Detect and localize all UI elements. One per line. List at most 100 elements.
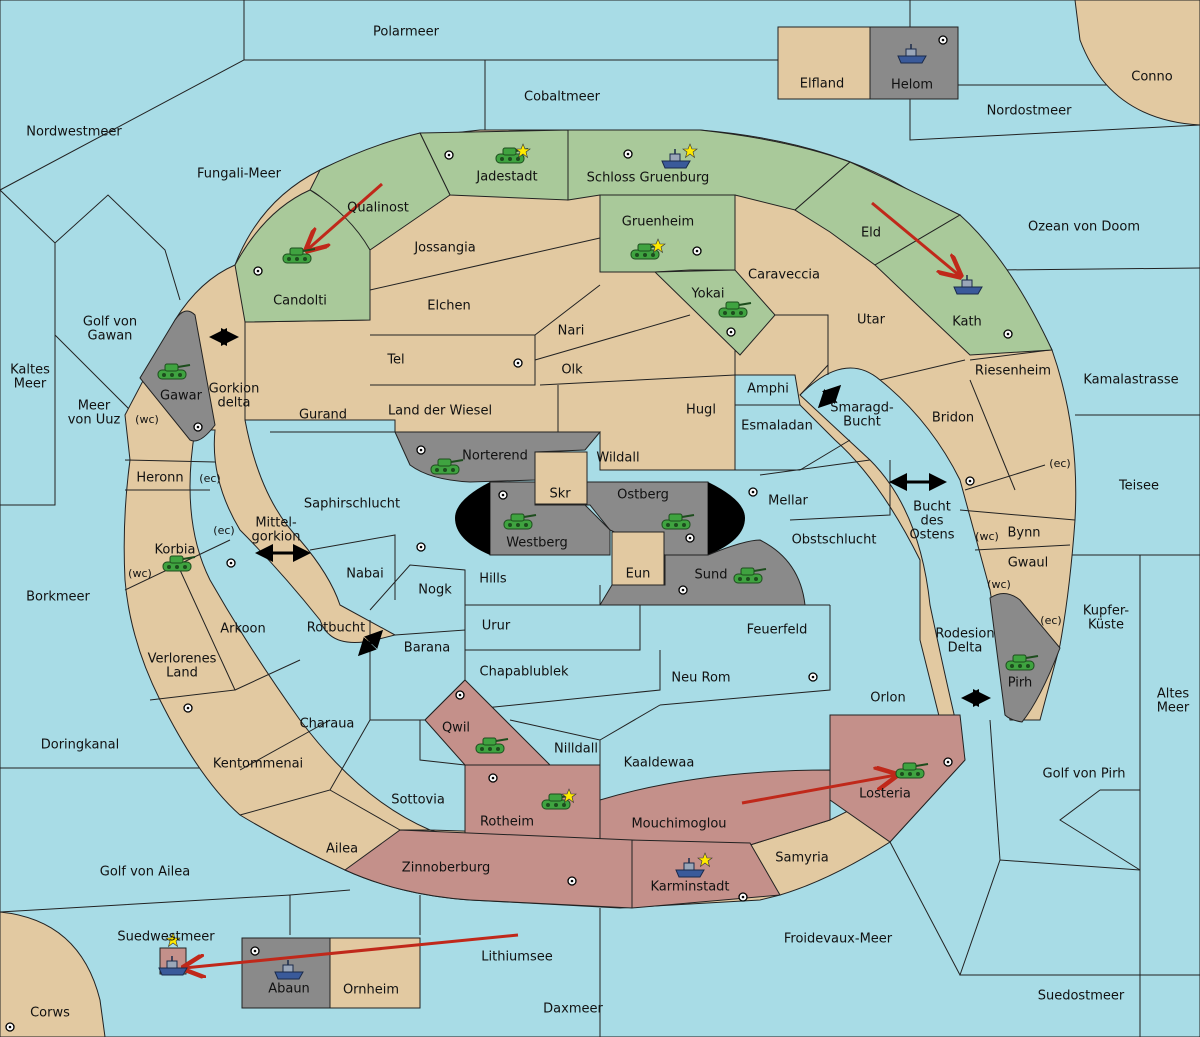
territory-label: Amphi: [747, 382, 789, 397]
sea-label: Cobaltmeer: [524, 90, 601, 105]
sea-label: Teisee: [1118, 479, 1159, 494]
eun-territory[interactable]: [611, 531, 665, 586]
land-label: Corws: [30, 1006, 70, 1021]
coast-tag: (wc): [987, 578, 1011, 591]
army-unit-icon: [475, 737, 509, 754]
sea-label: des: [920, 514, 943, 529]
territory-label: Wildall: [596, 451, 639, 466]
territory-label: Esmaladan: [741, 419, 813, 434]
supply-centers: [5, 35, 1013, 1032]
territory-label: Sottovia: [391, 793, 445, 808]
territory-label: Westberg: [506, 536, 568, 551]
territory-label: Karminstadt: [650, 880, 729, 895]
ornheim-territory[interactable]: [329, 937, 421, 1009]
army-unit-icon: [895, 762, 929, 779]
karminstadt-territory[interactable]: [631, 839, 781, 909]
army-unit-icon: [430, 458, 464, 475]
star-icon: [515, 143, 531, 159]
sea-label: Rotbucht: [307, 621, 365, 636]
sea-label: Doringkanal: [41, 738, 120, 753]
territory-label: Ailea: [326, 842, 358, 857]
fleet-unit-icon: [274, 960, 304, 980]
territory-label: Mouchimoglou: [631, 817, 726, 832]
army-unit-icon: [630, 243, 664, 260]
units: [157, 44, 1039, 980]
territory-label: Sund: [695, 568, 728, 583]
territory-label: Gurand: [299, 408, 347, 423]
sea-label: Meer: [14, 377, 47, 392]
fleet-unit-icon: [675, 858, 705, 878]
army-unit-icon: [661, 513, 695, 530]
sea-label: Bucht: [913, 500, 951, 515]
sea-label: Lithiumsee: [481, 950, 552, 965]
sea-label: Nordostmeer: [987, 104, 1073, 119]
territory-label: Qwil: [442, 721, 470, 736]
territory-label: Kentommenai: [213, 757, 303, 772]
sund-territory[interactable]: [599, 539, 806, 606]
sea-label: Suedwestmeer: [117, 930, 215, 945]
territory-label: Hugl: [686, 403, 716, 418]
sea-label: Golf von Pirh: [1043, 767, 1126, 782]
sea-label: Kamalastrasse: [1083, 373, 1178, 388]
territory-label: Caraveccia: [748, 268, 820, 283]
territory-label: Land: [166, 666, 198, 681]
sea-label: gorkion: [252, 530, 301, 545]
corws-land[interactable]: [0, 911, 106, 1037]
territory-label: Samyria: [775, 851, 829, 866]
territory-label: Nabai: [346, 567, 384, 582]
territory-label: Ornheim: [343, 983, 399, 998]
territory-label: Saphirschlucht: [304, 497, 400, 512]
territory-label: Elchen: [427, 299, 470, 314]
territory-label: Kath: [952, 315, 982, 330]
territory-label: Nilldall: [554, 742, 598, 757]
territory-label: Obstschlucht: [792, 533, 877, 548]
territory-label: Candolti: [273, 294, 327, 309]
territory-label: Arkoon: [220, 622, 265, 637]
gruenheim-territory[interactable]: [599, 194, 736, 273]
territory-label: Olk: [561, 363, 583, 378]
ostberg-west-cap: [455, 482, 490, 555]
sea-label: Rodesion: [935, 627, 994, 642]
territory-label: Mellar: [768, 494, 808, 509]
territory-label: Neu Rom: [671, 671, 730, 686]
sea-label: Borkmeer: [26, 590, 90, 605]
army-unit-icon: [733, 567, 767, 584]
skr-territory[interactable]: [534, 451, 588, 505]
coast-tag: (ec): [1040, 614, 1061, 627]
star-icon: [561, 788, 577, 804]
sea-label: delta: [218, 396, 251, 411]
territory-label: Heronn: [136, 471, 183, 486]
sea-label: Bucht: [843, 415, 881, 430]
ostberg-east-cap: [708, 482, 745, 555]
sea-label: Smaragd-: [830, 401, 894, 416]
sea-label: Altes: [1157, 687, 1190, 702]
sea-label: Mittel-: [255, 516, 297, 531]
sea-label: Meer: [78, 399, 111, 414]
sea-label: Meer: [1157, 701, 1190, 716]
star-icon: [650, 238, 666, 254]
territory-label: Barana: [404, 641, 450, 656]
sea-label: von Uuz: [68, 413, 121, 428]
yokai-territory[interactable]: [653, 269, 776, 356]
territory-label: Yokai: [690, 287, 724, 302]
elfland-territory[interactable]: [777, 26, 871, 100]
territory-label: Land der Wiesel: [388, 404, 492, 419]
territory-label: Utar: [857, 313, 886, 328]
coast-tag: (ec): [199, 472, 220, 485]
territory-label: Urur: [482, 619, 511, 634]
sea-label: Gawan: [88, 329, 133, 344]
territory-label: Rotheim: [480, 815, 534, 830]
territory-label: Riesenheim: [975, 364, 1051, 379]
territory-label: Hills: [479, 572, 507, 587]
territory-label: Jadestadt: [475, 170, 537, 185]
army-unit-icon: [282, 247, 316, 264]
star-icon: [682, 143, 698, 159]
schloss-gruenburg-territory[interactable]: [567, 129, 851, 211]
coast-tag: (ec): [1049, 457, 1070, 470]
coast-tag: (wc): [135, 413, 159, 426]
territory-label: Norterend: [462, 449, 528, 464]
coast-tag: (ec): [213, 524, 234, 537]
sea-label: Ozean von Doom: [1028, 220, 1140, 235]
territory-label: Korbia: [154, 543, 195, 558]
